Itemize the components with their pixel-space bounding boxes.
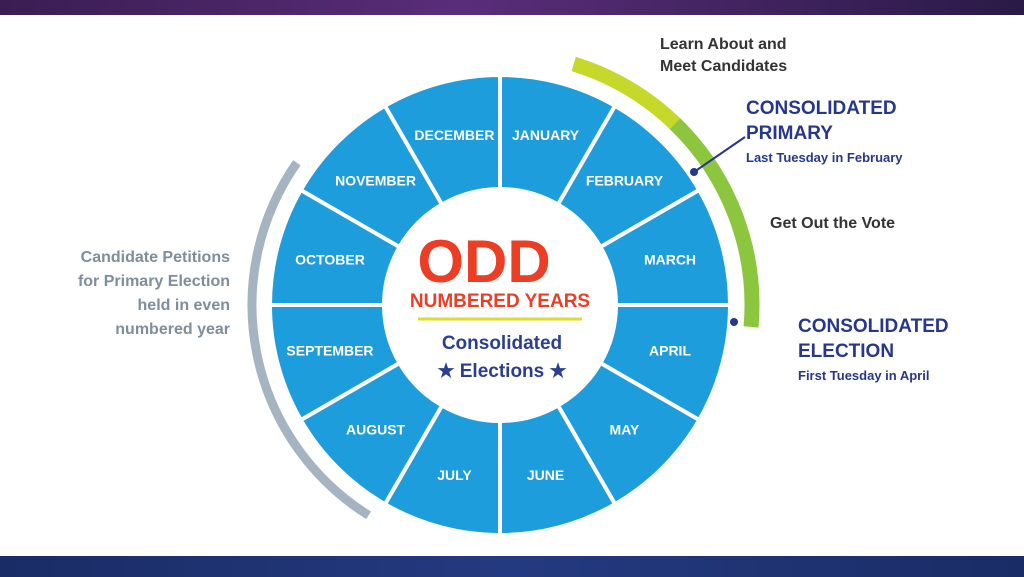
bottom-banner xyxy=(0,556,1024,577)
primary-title-line-2: PRIMARY xyxy=(746,123,833,144)
election-marker-dot xyxy=(730,318,738,326)
consolidated-primary-callout: CONSOLIDATED PRIMARY Last Tuesday in Feb… xyxy=(746,96,903,166)
primary-marker-dot xyxy=(690,168,698,176)
learn-candidates-label: Learn About and Meet Candidates xyxy=(660,34,787,78)
center-disc xyxy=(384,189,616,421)
odd-title: ODD xyxy=(417,228,550,295)
election-title-line-1: CONSOLIDATED xyxy=(798,316,949,337)
election-date: First Tuesday in April xyxy=(798,368,930,383)
petitions-line-2: for Primary Election xyxy=(77,273,230,290)
month-label-december: DECEMBER xyxy=(414,127,494,143)
month-label-march: MARCH xyxy=(644,251,696,267)
get-out-the-vote-arc xyxy=(669,118,760,328)
month-label-october: OCTOBER xyxy=(295,251,365,267)
month-label-september: SEPTEMBER xyxy=(286,343,373,359)
top-banner xyxy=(0,0,1024,15)
petitions-line-4: numbered year xyxy=(115,321,230,338)
petitions-line-3: held in even xyxy=(137,297,230,314)
month-label-february: FEBRUARY xyxy=(586,173,664,189)
month-label-july: JULY xyxy=(437,467,472,483)
elections-label: ★ Elections ★ xyxy=(437,361,566,382)
primary-date: Last Tuesday in February xyxy=(746,150,903,165)
month-label-january: JANUARY xyxy=(512,127,580,143)
primary-connector-line xyxy=(693,136,746,173)
consolidated-label: Consolidated xyxy=(442,333,562,354)
candidate-petitions-label: Candidate Petitions for Primary Election… xyxy=(30,246,230,342)
election-title-line-2: ELECTION xyxy=(798,341,895,362)
month-label-april: APRIL xyxy=(649,343,691,359)
get-out-the-vote-label: Get Out the Vote xyxy=(770,215,896,232)
learn-line-2: Meet Candidates xyxy=(660,58,788,75)
petitions-line-1: Candidate Petitions xyxy=(80,249,230,266)
numbered-years-label: NUMBERED YEARS xyxy=(410,291,590,312)
month-label-november: NOVEMBER xyxy=(335,173,416,189)
month-labels: JANUARY FEBRUARY MARCH APRIL MAY JUNE JULY AUGU… xyxy=(286,127,696,483)
month-ring xyxy=(267,72,733,538)
petitions-arc xyxy=(247,160,371,520)
primary-title-line-1: CONSOLIDATED xyxy=(746,98,897,119)
month-label-june: JUNE xyxy=(527,467,564,483)
month-label-may: MAY xyxy=(610,421,640,437)
month-label-august: AUGUST xyxy=(346,421,406,437)
learn-line-1: Learn About and xyxy=(660,36,787,53)
consolidated-election-callout: CONSOLIDATED ELECTION First Tuesday in A… xyxy=(798,314,949,384)
